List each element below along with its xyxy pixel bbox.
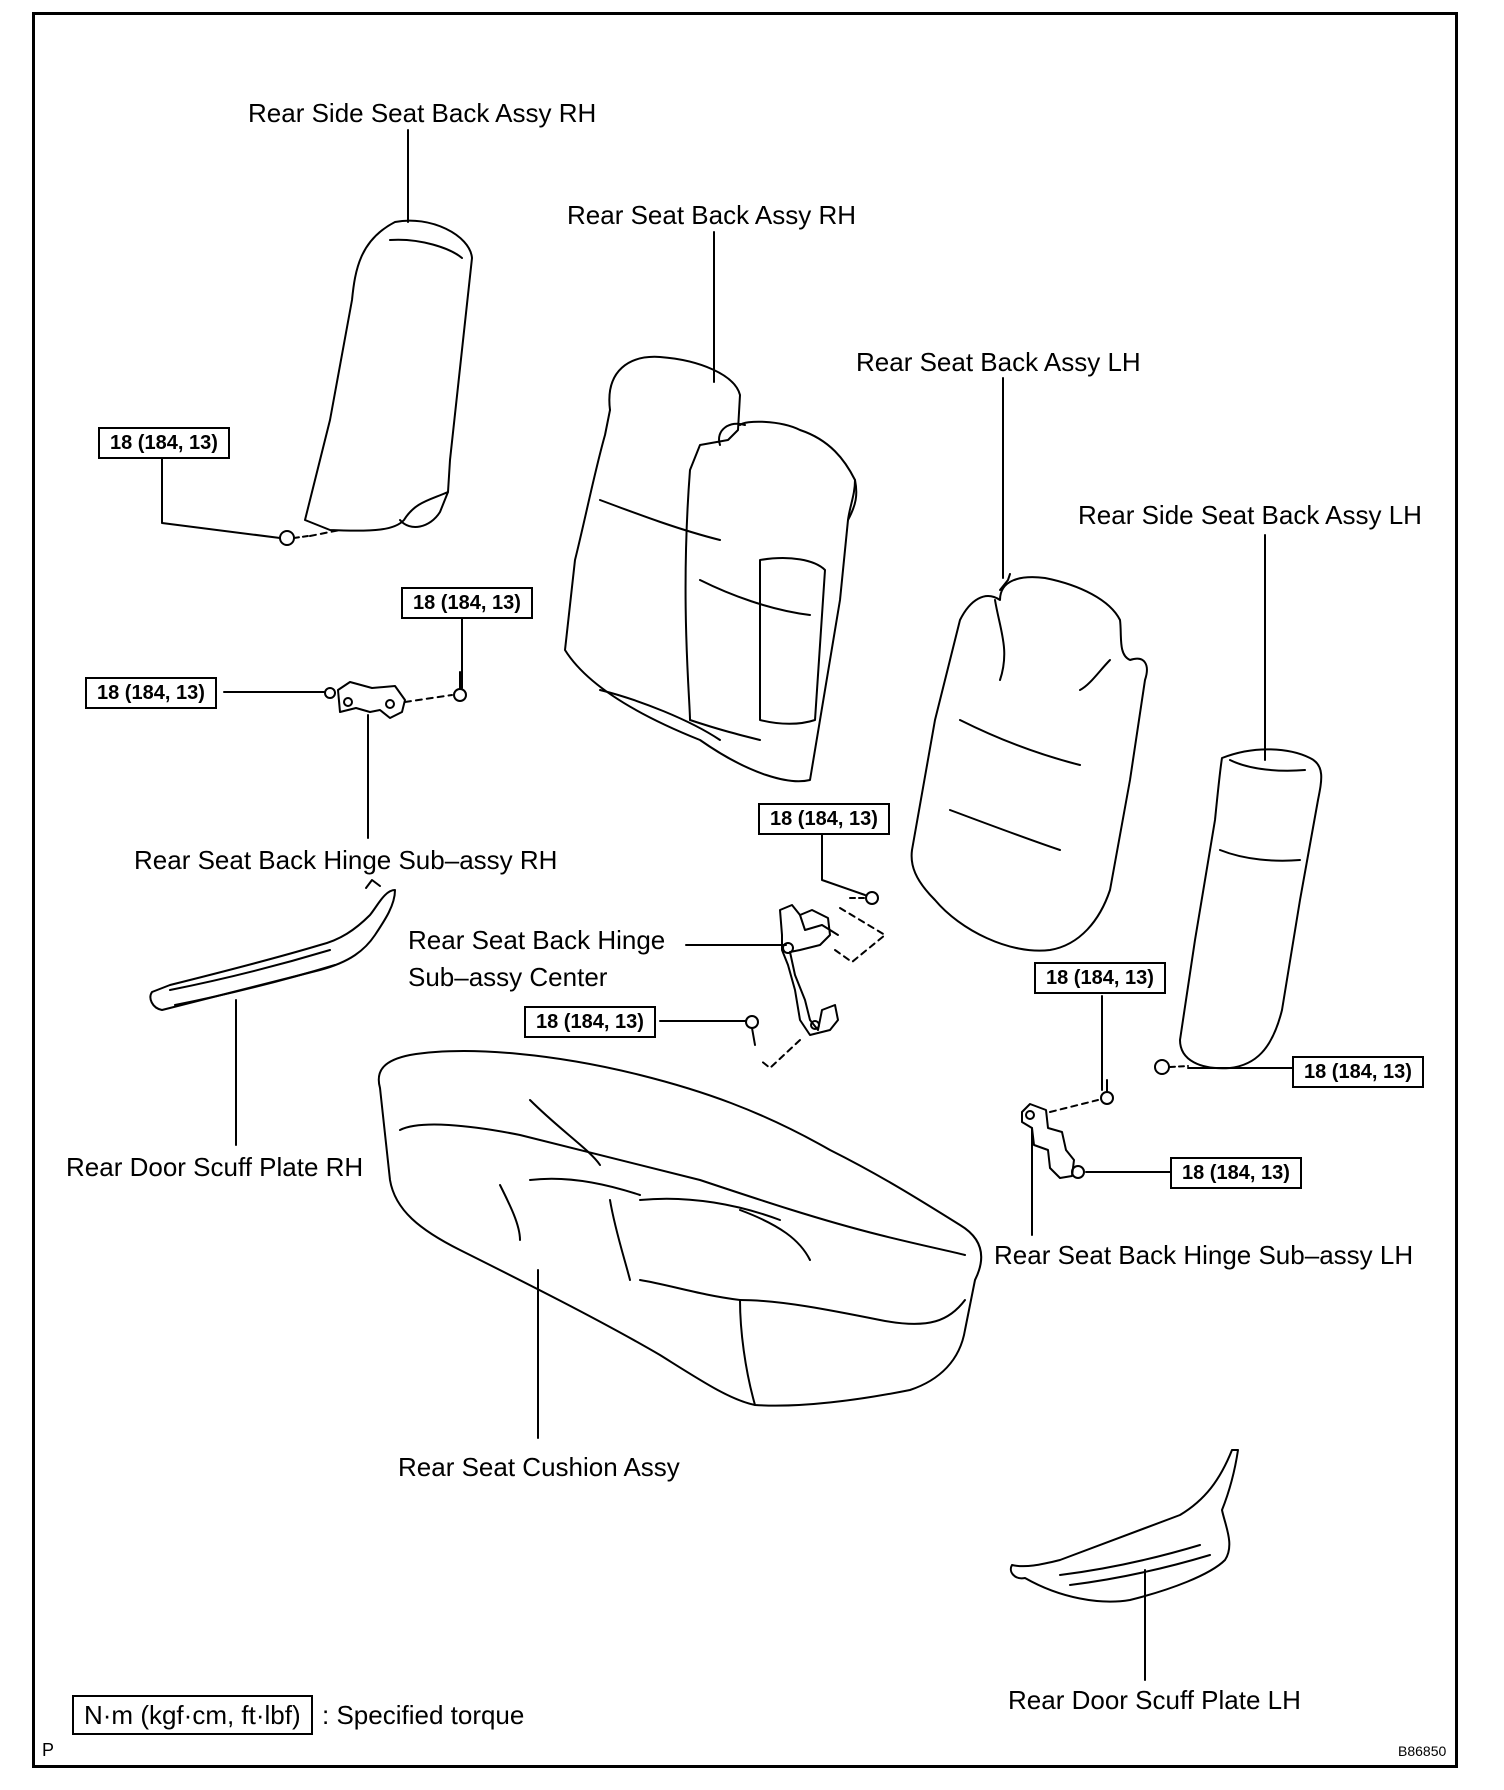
scuff-plate-rh-part [149,879,396,1011]
torque-label: 18 (184, 13) [1292,1056,1424,1088]
label-side-back-rh: Rear Side Seat Back Assy RH [248,98,597,128]
corner-mark: P [42,1740,55,1760]
torque-label: 18 (184, 13) [85,677,217,709]
bolt-icon [1071,1165,1085,1179]
label-scuff-lh: Rear Door Scuff Plate LH [1008,1685,1301,1715]
bolt-icon [279,530,309,546]
scuff-plate-lh-part [1009,1449,1239,1603]
bolt-icon [324,687,336,699]
bolt-icon [1154,1059,1170,1075]
hinge-center-part [779,904,839,1036]
side-seat-back-lh-part [1179,748,1323,1070]
bolt-icon [745,1015,759,1046]
figure-code: B86850 [1398,1743,1447,1759]
diagram-frame [32,12,1458,1768]
legend-unit-box: N·m (kgf·cm, ft·lbf) [72,1695,313,1735]
seat-back-rh-part [564,355,858,783]
seat-cushion-part [377,1050,983,1407]
label-cushion: Rear Seat Cushion Assy [398,1452,680,1482]
label-hinge-lh: Rear Seat Back Hinge Sub–assy LH [994,1240,1414,1270]
leader-torque-center-top [821,834,866,896]
label-hinge-rh: Rear Seat Back Hinge Sub–assy RH [134,845,558,875]
torque-label: 18 (184, 13) [401,587,533,619]
label-back-rh: Rear Seat Back Assy RH [567,200,856,230]
legend-description: : Specified torque [322,1700,525,1730]
torque-label: 18 (184, 13) [524,1006,656,1038]
label-scuff-rh: Rear Door Scuff Plate RH [66,1152,364,1182]
hinge-lh-part [1021,1103,1075,1179]
side-seat-back-rh-part [304,219,473,532]
hinge-rh-part [337,681,406,719]
bolt-icon [453,671,467,702]
torque-label: 18 (184, 13) [758,803,890,835]
torque-label: 18 (184, 13) [1170,1157,1302,1189]
label-hinge-center-2: Sub–assy Center [408,962,608,992]
label-back-lh: Rear Seat Back Assy LH [856,347,1141,377]
seat-back-lh-part [910,573,1148,952]
leader-torque-1 [161,456,281,539]
bolt-icon [1100,1079,1114,1105]
torque-label: 18 (184, 13) [98,427,230,459]
torque-label: 18 (184, 13) [1034,962,1166,994]
label-hinge-center-1: Rear Seat Back Hinge [408,925,666,955]
bolt-icon [865,891,879,905]
label-side-back-lh: Rear Side Seat Back Assy LH [1078,500,1422,530]
